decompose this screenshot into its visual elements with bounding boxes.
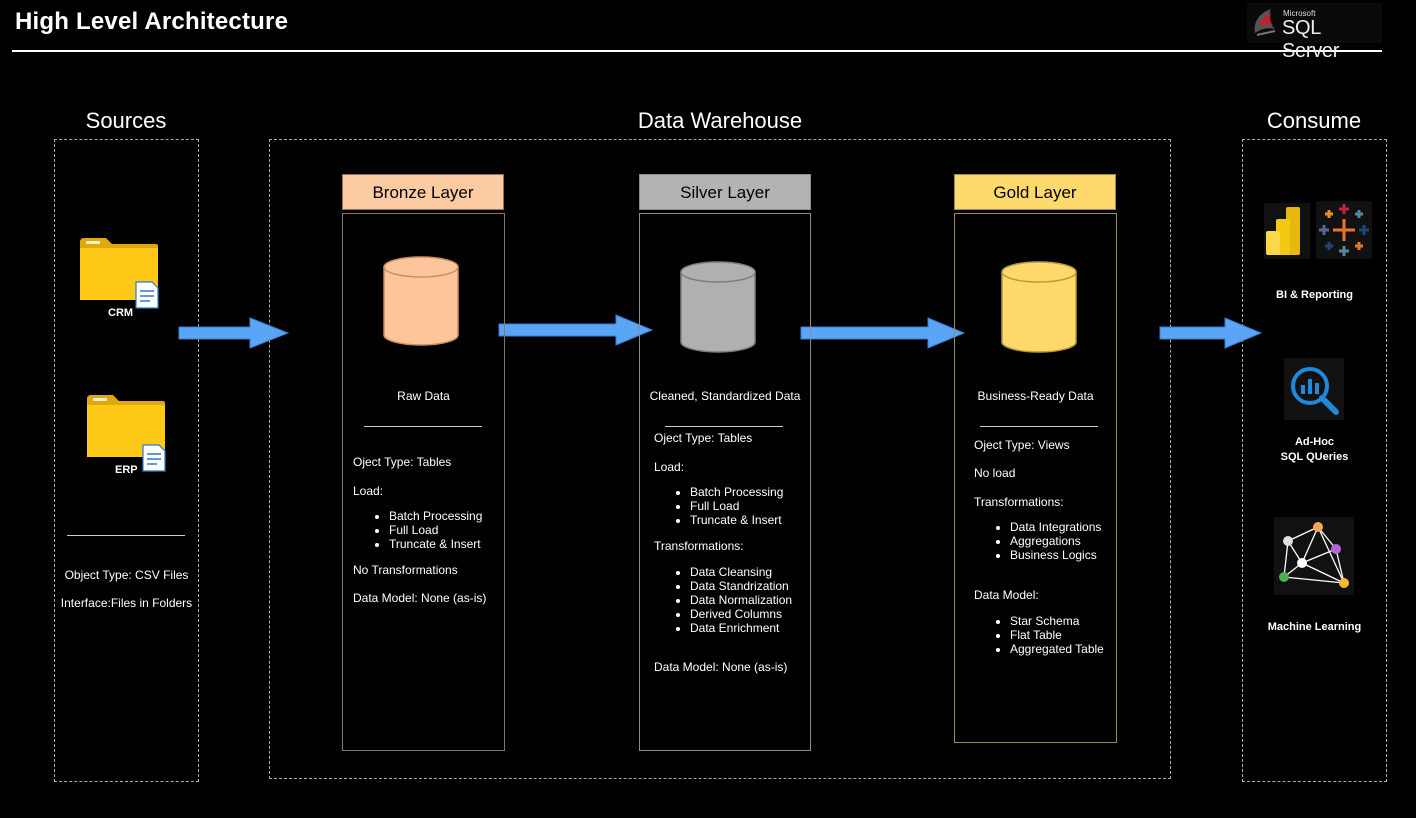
- warehouse-container: [269, 139, 1171, 779]
- gold-layer-box: [954, 213, 1117, 743]
- silver-layer-box: [639, 213, 811, 751]
- sources-interface: Interface:Files in Folders: [60, 596, 193, 610]
- sql-server-logo: Microsoft SQL Server: [1247, 3, 1382, 62]
- document-icon: [135, 281, 159, 309]
- list-item: Data Standrization: [690, 579, 792, 593]
- list-item: Aggregations: [1010, 534, 1101, 548]
- list-item: Data Cleansing: [690, 565, 792, 579]
- list-item: Business Logics: [1010, 548, 1101, 562]
- title-divider: [12, 50, 1382, 52]
- gold-transformations-label: Transformations:: [974, 495, 1064, 509]
- list-item: Truncate & Insert: [690, 513, 783, 527]
- arrow-right-icon: [178, 317, 290, 349]
- database-cylinder-icon: [1001, 261, 1077, 353]
- list-item: Data Normalization: [690, 593, 792, 607]
- consume-title: Consume: [1266, 108, 1362, 133]
- bronze-load-list: Batch Processing Full Load Truncate & In…: [353, 509, 482, 551]
- bronze-layer-box: [342, 213, 505, 751]
- silver-transformations-list: Data Cleansing Data Standrization Data N…: [654, 565, 792, 635]
- bronze-layer-title: Bronze Layer: [342, 174, 504, 210]
- database-cylinder-icon: [383, 256, 459, 346]
- bronze-divider: [364, 426, 482, 427]
- machine-learning-label: Machine Learning: [1267, 621, 1362, 633]
- bronze-caption: Raw Data: [397, 389, 450, 403]
- silver-data-model: Data Model: None (as-is): [654, 660, 788, 674]
- bronze-transformations: No Transformations: [353, 563, 458, 577]
- gold-data-model-list: Star Schema Flat Table Aggregated Table: [974, 614, 1104, 656]
- bi-reporting-label: BI & Reporting: [1276, 289, 1353, 301]
- list-item: Data Integrations: [1010, 520, 1101, 534]
- silver-caption: Cleaned, Standardized Data: [649, 389, 801, 403]
- crm-label: CRM: [108, 307, 134, 319]
- list-item: Full Load: [690, 499, 783, 513]
- adhoc-label-line2: SQL QUeries: [1280, 451, 1349, 463]
- gold-data-model-label: Data Model:: [974, 588, 1039, 602]
- list-item: Star Schema: [1010, 614, 1104, 628]
- list-item: Flat Table: [1010, 628, 1104, 642]
- list-item: Batch Processing: [389, 509, 482, 523]
- tableau-icon: [1316, 201, 1372, 259]
- silver-transformations-label: Transformations:: [654, 539, 744, 553]
- arrow-right-icon: [1159, 317, 1263, 349]
- list-item: Aggregated Table: [1010, 642, 1104, 656]
- bronze-data-model: Data Model: None (as-is): [353, 591, 487, 605]
- list-item: Truncate & Insert: [389, 537, 482, 551]
- page-title: High Level Architecture: [15, 8, 289, 35]
- logo-product: SQL Server: [1282, 17, 1340, 62]
- sources-container: [54, 139, 199, 782]
- silver-load-list: Batch Processing Full Load Truncate & In…: [654, 485, 783, 527]
- gold-load: No load: [974, 466, 1016, 480]
- list-item: Batch Processing: [690, 485, 783, 499]
- list-item: Derived Columns: [690, 607, 792, 621]
- silver-load-label: Load:: [654, 460, 685, 474]
- crm-folder-icon: [80, 238, 159, 309]
- sql-server-logo-icon: [1254, 9, 1276, 36]
- bronze-object-type: Oject Type: Tables: [353, 455, 452, 469]
- erp-folder-icon: [87, 395, 166, 472]
- powerbi-icon: [1264, 203, 1310, 259]
- database-cylinder-icon: [680, 261, 756, 353]
- gold-layer-title: Gold Layer: [954, 174, 1116, 210]
- silver-divider: [665, 426, 783, 427]
- machine-learning-network-icon: [1274, 517, 1354, 595]
- list-item: Full Load: [389, 523, 482, 537]
- document-icon: [142, 444, 166, 472]
- silver-object-type: Oject Type: Tables: [654, 431, 753, 445]
- logo-brand: Microsoft: [1283, 9, 1316, 18]
- erp-label: ERP: [115, 464, 138, 476]
- gold-divider: [980, 426, 1098, 427]
- bronze-load-label: Load:: [353, 484, 384, 498]
- sources-divider: [67, 535, 185, 536]
- list-item: Data Enrichment: [690, 621, 792, 635]
- silver-layer-title: Silver Layer: [639, 174, 811, 210]
- consume-container: [1242, 139, 1387, 782]
- gold-object-type: Oject Type: Views: [974, 438, 1070, 452]
- warehouse-title: Data Warehouse: [637, 108, 803, 133]
- gold-caption: Business-Ready Data: [977, 389, 1094, 403]
- adhoc-label-line1: Ad-Hoc: [1294, 436, 1335, 448]
- arrow-right-icon: [800, 317, 966, 349]
- sources-title: Sources: [85, 108, 167, 133]
- arrow-right-icon: [498, 314, 654, 346]
- sources-object-type: Object Type: CSV Files: [64, 568, 189, 582]
- gold-transformations-list: Data Integrations Aggregations Business …: [974, 520, 1101, 562]
- analytics-search-icon: [1284, 358, 1344, 420]
